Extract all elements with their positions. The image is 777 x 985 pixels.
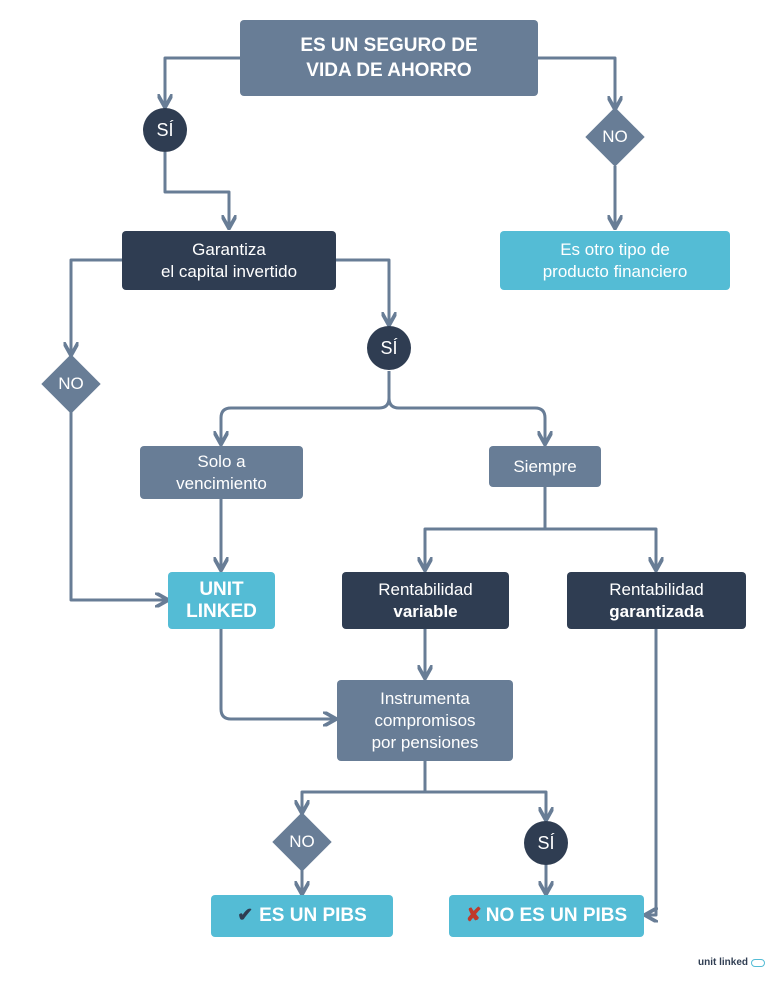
node-garantiza-line1: Garantiza: [192, 239, 266, 259]
node-rentabilidad-garantizada: Rentabilidad garantizada: [567, 572, 746, 629]
decision-si-garantiza: SÍ: [367, 326, 411, 370]
edge-root-no: [538, 56, 615, 108]
decision-no-seguro-label: NO: [602, 127, 628, 146]
decision-no-pensiones-label: NO: [289, 832, 315, 851]
node-unit-linked: UNIT LINKED: [168, 572, 275, 629]
node-es-seguro-line1: ES UN SEGURO DE: [300, 35, 478, 56]
decision-si-pensiones: SÍ: [524, 821, 568, 865]
node-instrumenta-line2: compromisos: [374, 710, 476, 730]
edge-gar-nopibs: [646, 629, 656, 915]
node-unit-line2: LINKED: [186, 600, 257, 622]
edge-si-garantiza: [163, 152, 229, 227]
node-solo-vencimiento: Solo a vencimiento: [140, 446, 303, 499]
result-es-un-pibs: ✔ ES UN PIBS: [211, 895, 393, 937]
edge-si-branch: [221, 371, 391, 443]
node-otro-line2: producto financiero: [542, 261, 688, 281]
node-es-seguro-line2: VIDA DE AHORRO: [306, 60, 472, 81]
node-siempre: Siempre: [489, 446, 601, 487]
decision-no-garantiza: NO: [41, 354, 101, 414]
node-instrumenta-compromisos: Instrumenta compromisos por pensiones: [337, 680, 513, 761]
node-otro-line1: Es otro tipo de: [560, 239, 670, 259]
decision-no-pensiones: NO: [272, 812, 332, 872]
edge-siempre-split: [425, 487, 547, 569]
node-instrumenta-line1: Instrumenta: [380, 688, 470, 708]
decision-si-garantiza-label: SÍ: [380, 337, 398, 358]
node-garantiza-capital: Garantiza el capital invertido: [122, 231, 336, 290]
edge-instr-no: [302, 761, 427, 812]
node-rentabilidad-variable: Rentabilidad variable: [342, 572, 509, 629]
node-garantiza-line2: el capital invertido: [160, 261, 298, 281]
edge-garantiza-no: [71, 258, 122, 354]
node-solo-line2: vencimiento: [176, 473, 267, 493]
result-no-es-un-pibs-label: NO ES UN PIBS: [485, 905, 628, 926]
decision-no-seguro: NO: [585, 107, 645, 167]
node-siempre-label: Siempre: [513, 456, 577, 476]
node-rent-gar-line2: garantizada: [609, 601, 704, 621]
result-no-es-un-pibs: ✘ NO ES UN PIBS: [449, 895, 644, 937]
decision-no-garantiza-label: NO: [58, 374, 84, 393]
node-es-seguro-vida-ahorro: ES UN SEGURO DE VIDA DE AHORRO: [240, 20, 538, 96]
result-es-un-pibs-label: ES UN PIBS: [259, 905, 367, 926]
edge-instr-si: [425, 790, 546, 819]
node-solo-line1: Solo a: [197, 451, 246, 471]
decision-si-seguro-label: SÍ: [156, 119, 174, 140]
edge-root-si: [165, 56, 240, 106]
link-icon: [751, 958, 765, 967]
node-rent-var-line2: variable: [393, 601, 458, 621]
node-instrumenta-line3: por pensiones: [371, 732, 479, 752]
node-unit-line1: UNIT: [199, 578, 244, 600]
watermark-logo: unit linked: [698, 957, 765, 968]
edge-no-unit: [69, 412, 167, 600]
node-rent-gar-line1: Rentabilidad: [609, 579, 704, 599]
edge-garantiza-si: [336, 258, 389, 324]
decision-si-pensiones-label: SÍ: [537, 832, 555, 853]
check-icon: ✔: [237, 905, 254, 926]
watermark-text: unit linked: [698, 957, 748, 968]
cross-icon: ✘: [465, 905, 482, 926]
edge-unit-instrumenta: [219, 629, 335, 719]
decision-si-seguro: SÍ: [143, 108, 187, 152]
node-rent-var-line1: Rentabilidad: [378, 579, 473, 599]
edge-siempre-gar: [545, 527, 656, 569]
edge-si-siempre: [387, 397, 545, 443]
node-otro-producto: Es otro tipo de producto financiero: [500, 231, 730, 290]
